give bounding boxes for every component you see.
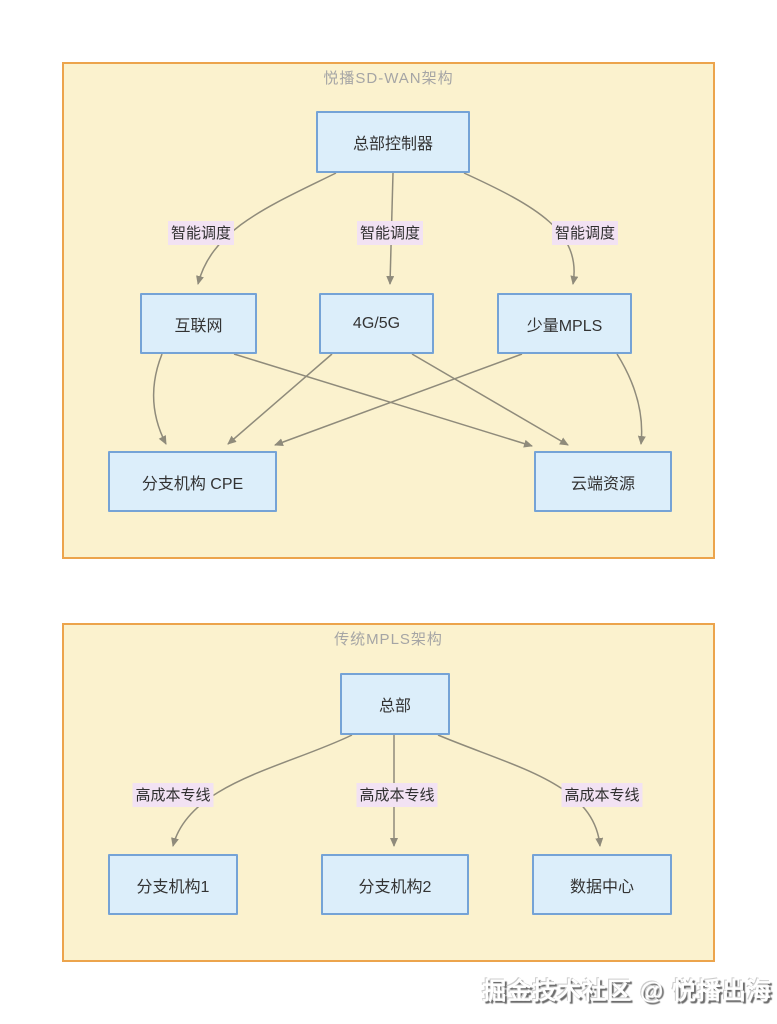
sdwan-diagram-title: 悦播SD-WAN架构 <box>323 70 454 87</box>
edge-mpls-to-cpe <box>274 353 523 446</box>
node-branch-cpe: 分支机构 CPE <box>108 451 277 512</box>
edge-hq-to-datacenter <box>437 734 604 847</box>
watermark: 掘金技术社区 @ 悦播出海 <box>482 978 772 1005</box>
edge-mpls-to-cloud <box>616 353 646 445</box>
sdwan-architecture-panel: 悦播SD-WAN架构 总部控制器 智能调度 智能调度 智能调度 互联网 <box>62 62 715 559</box>
edge-cellular-to-cpe <box>227 353 333 445</box>
node-4g-5g: 4G/5G <box>319 293 434 354</box>
edge-internet-to-cpe <box>152 353 167 445</box>
edge-label-costly-line-right: 高成本专线 <box>561 783 643 807</box>
node-internet: 互联网 <box>140 293 257 354</box>
edge-cellular-to-cloud <box>411 353 569 446</box>
edge-label-smart-scheduling-left: 智能调度 <box>167 221 235 245</box>
node-hq: 总部 <box>340 673 450 735</box>
node-cloud-resources: 云端资源 <box>534 451 672 512</box>
node-branch1: 分支机构1 <box>108 854 238 915</box>
node-mpls-small: 少量MPLS <box>497 293 632 354</box>
edge-label-costly-line-middle: 高成本专线 <box>356 783 438 807</box>
node-branch2: 分支机构2 <box>321 854 469 915</box>
mpls-architecture-panel: 传统MPLS架构 总部 高成本专线 高成本专线 高成本专线 分支机构1 分支机构… <box>62 623 715 962</box>
edge-label-costly-line-left: 高成本专线 <box>132 783 214 807</box>
mpls-diagram-title: 传统MPLS架构 <box>334 631 443 648</box>
node-hq-controller: 总部控制器 <box>316 111 470 173</box>
edge-label-smart-scheduling-right: 智能调度 <box>551 221 619 245</box>
sdwan-edges-layer <box>152 172 646 448</box>
node-datacenter: 数据中心 <box>532 854 672 915</box>
edge-hq-to-branch1 <box>171 734 353 847</box>
edge-hq-to-mpls <box>463 172 579 285</box>
edge-internet-to-cloud <box>233 353 533 448</box>
edge-label-smart-scheduling-middle: 智能调度 <box>356 221 424 245</box>
edge-hq-to-internet <box>196 172 337 285</box>
